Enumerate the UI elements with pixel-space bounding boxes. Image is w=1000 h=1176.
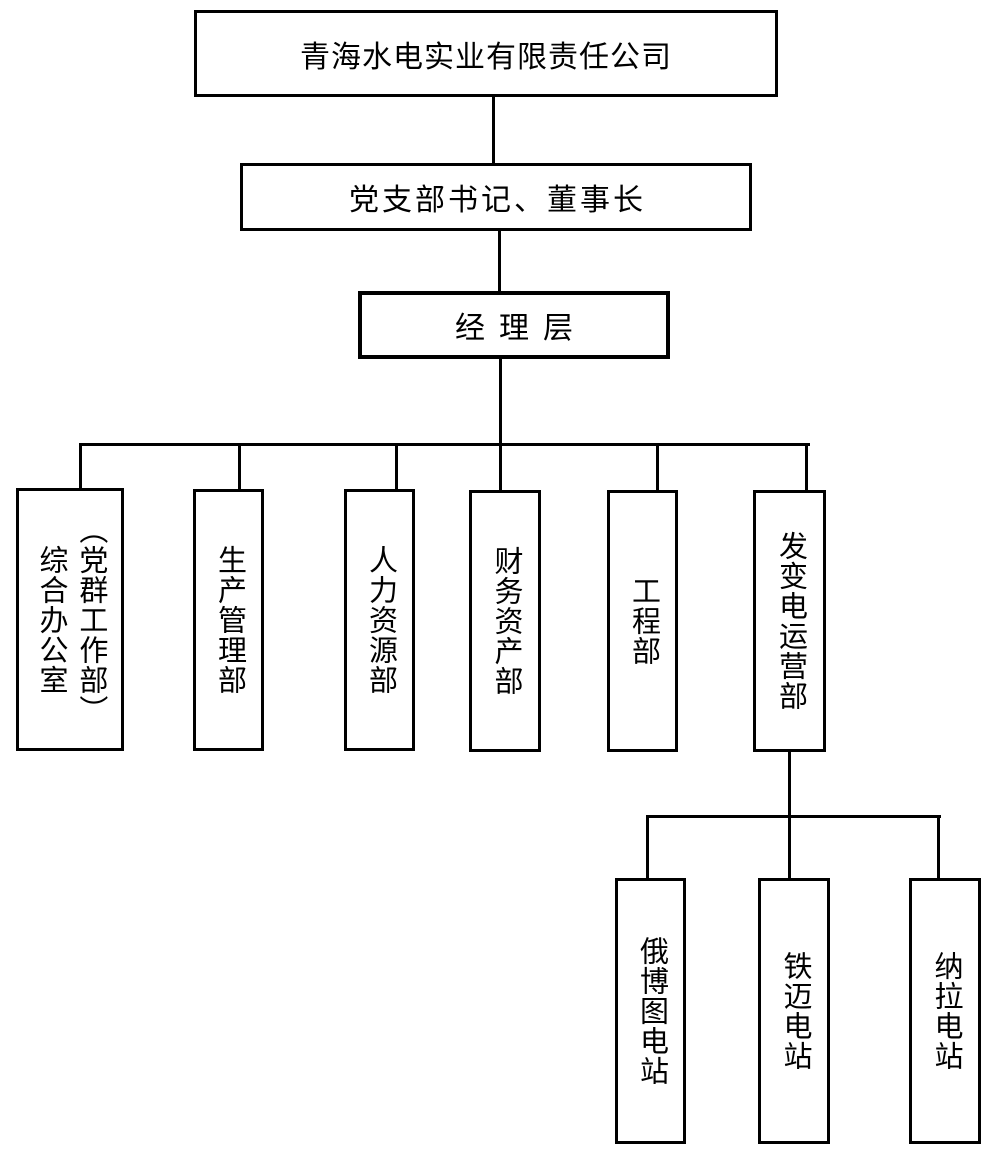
company-root-label: 青海水电实业有限责任公司 — [300, 40, 672, 74]
drop-dept-hr — [395, 446, 398, 490]
dept-finance-box: 财务资产部 — [469, 490, 541, 752]
station-tiemai-box: 铁迈电站 — [758, 878, 830, 1144]
dept-production-box: 生产管理部 — [193, 489, 264, 751]
management-label: 经理层 — [455, 312, 587, 345]
station-ebotu-label: 俄博图电站 — [635, 936, 668, 1086]
dept-hr-box: 人力资源部 — [344, 489, 415, 751]
dept-general-office-sublabel: （党群工作部） — [74, 514, 107, 725]
dept-general-office-label: 综合办公室 — [35, 544, 67, 695]
dept-production-label: 生产管理部 — [213, 545, 246, 695]
departments-bus — [79, 443, 810, 446]
dept-operations-box: 发变电运营部 — [753, 490, 826, 752]
drop-dept-operations — [805, 446, 808, 491]
drop-station-ebotu — [646, 818, 649, 879]
dept-engineering-box: 工程部 — [607, 490, 678, 752]
station-nala-box: 纳拉电站 — [909, 878, 981, 1144]
connector-management-bus — [499, 359, 502, 446]
dept-engineering-label: 工程部 — [627, 576, 660, 666]
connector-operations-bus — [788, 752, 791, 816]
drop-dept-general-office — [79, 446, 82, 489]
management-box: 经理层 — [358, 291, 670, 359]
dept-finance-label: 财务资产部 — [489, 546, 522, 696]
connector-chairman-management — [498, 231, 501, 291]
station-nala-label: 纳拉电站 — [929, 951, 962, 1071]
drop-dept-engineering — [656, 446, 659, 491]
party-chairman-box: 党支部书记、董事长 — [240, 163, 752, 231]
stations-bus — [646, 815, 941, 818]
dept-operations-label: 发变电运营部 — [774, 531, 807, 711]
station-ebotu-box: 俄博图电站 — [615, 878, 686, 1144]
drop-station-tiemai — [788, 818, 791, 879]
drop-dept-production — [238, 446, 241, 489]
dept-hr-label: 人力资源部 — [364, 545, 397, 695]
drop-station-nala — [937, 818, 940, 879]
party-chairman-label: 党支部书记、董事长 — [349, 184, 646, 217]
connector-company-chairman — [492, 97, 495, 163]
company-root-box: 青海水电实业有限责任公司 — [194, 10, 778, 97]
dept-general-office-box: 综合办公室 （党群工作部） — [16, 488, 124, 751]
drop-dept-finance — [499, 446, 502, 491]
station-tiemai-label: 铁迈电站 — [778, 951, 811, 1071]
